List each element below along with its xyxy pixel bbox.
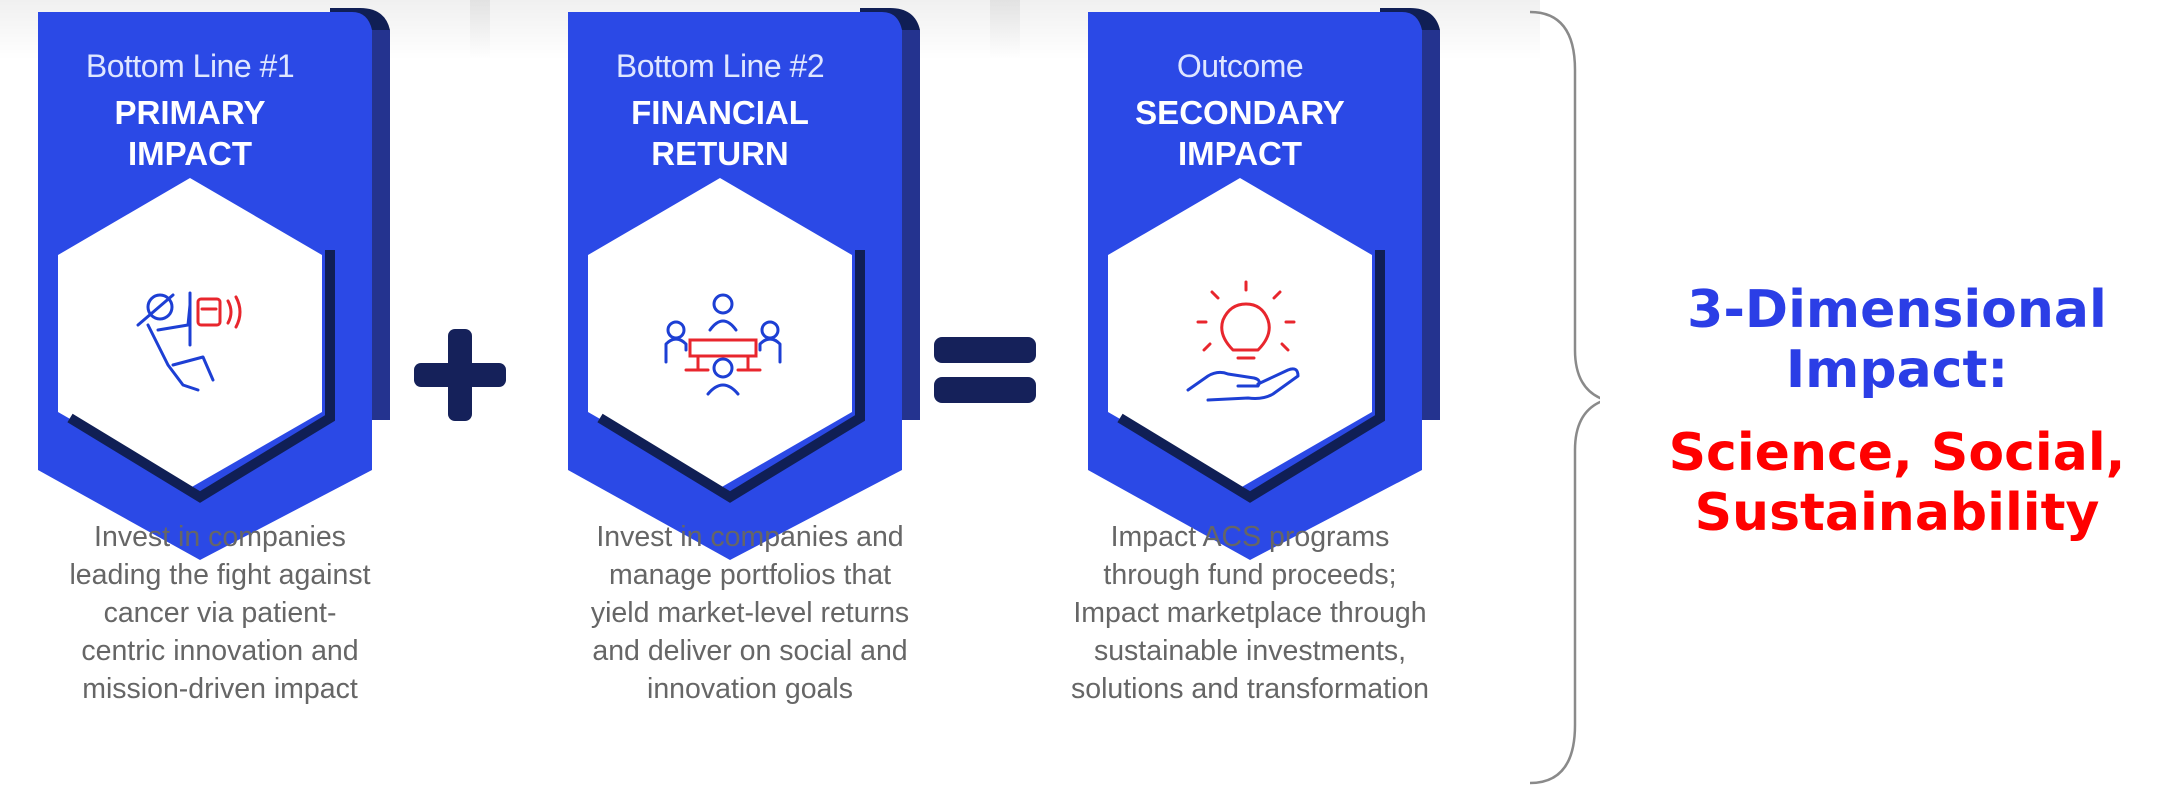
card-financial-return: Bottom Line #2 FINANCIAL RETURN	[470, 0, 1020, 580]
card-title: FINANCIAL RETURN	[631, 94, 809, 172]
card-primary-impact: Bottom Line #1 PRIMARY IMPACT	[0, 0, 490, 580]
card-title: SECONDARY IMPACT	[1135, 94, 1345, 172]
lightbulb-hand-icon	[1186, 280, 1300, 402]
card-description: Invest in companies and manage portfolio…	[590, 521, 910, 705]
equals-icon	[934, 337, 1036, 403]
card-subtitle: Bottom Line #1	[85, 48, 295, 84]
plus-icon	[414, 329, 506, 421]
card-title: PRIMARY IMPACT	[114, 94, 266, 172]
ribbon-banner	[568, 8, 920, 560]
card-subtitle: Bottom Line #2	[615, 48, 825, 84]
card-secondary-impact: Outcome SECONDARY IMPACT	[990, 0, 1540, 580]
right-brace	[1529, 10, 1600, 785]
card-description: Invest in companies leading the fight ag…	[69, 521, 371, 705]
summary-subtitle: Science, Social, Sustainability	[1668, 423, 2126, 543]
card-description: Impact ACS programs through fund proceed…	[1070, 521, 1430, 705]
card-subtitle: Outcome	[1176, 48, 1304, 84]
team-meeting-icon	[664, 293, 782, 396]
patient-iv-icon	[136, 291, 242, 392]
ribbon-banner	[1088, 8, 1440, 560]
summary-title: 3-Dimensional Impact:	[1687, 280, 2107, 400]
